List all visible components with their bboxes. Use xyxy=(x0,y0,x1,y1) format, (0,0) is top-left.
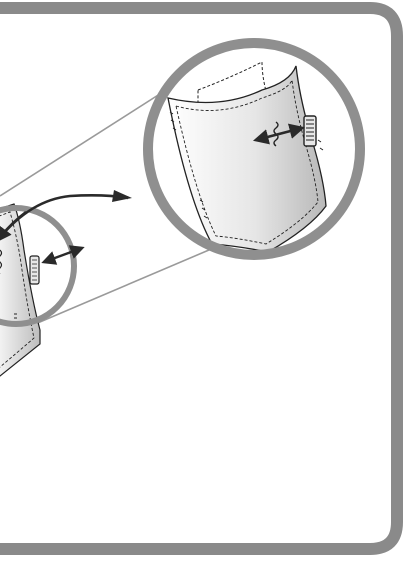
large-clip xyxy=(304,116,316,146)
large-panel xyxy=(140,36,370,266)
small-clip xyxy=(30,256,39,284)
